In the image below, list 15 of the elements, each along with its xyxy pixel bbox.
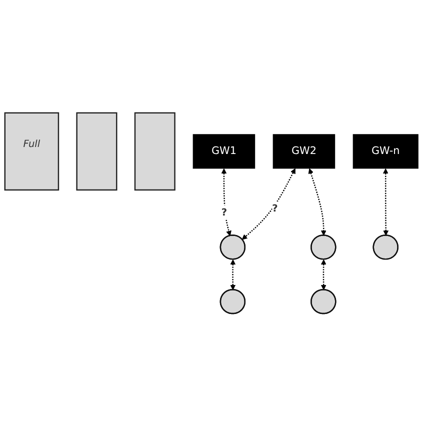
arrow xyxy=(382,168,389,236)
node-box xyxy=(272,134,336,168)
node-box xyxy=(352,134,418,168)
network-diagram: ? ? Full GW1 GW2 GW-n xyxy=(0,108,423,318)
arrow xyxy=(242,168,296,240)
edge-label: ? xyxy=(272,202,278,214)
node-box xyxy=(192,134,256,168)
node-bar xyxy=(76,112,118,190)
arrow xyxy=(221,168,232,236)
node-box xyxy=(4,112,60,190)
arrow xyxy=(320,259,326,290)
edge-label: ? xyxy=(221,206,228,218)
arrow xyxy=(308,168,326,236)
arrow xyxy=(230,259,236,290)
node-bar xyxy=(134,112,176,190)
